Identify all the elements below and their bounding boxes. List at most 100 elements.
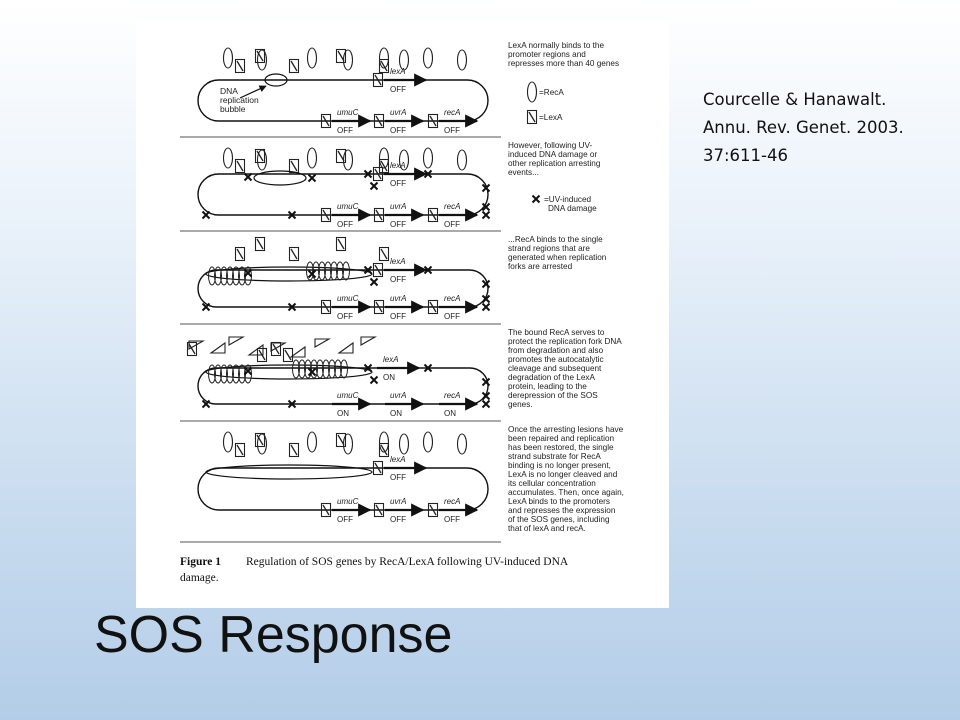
gene-state-lexa: OFF — [390, 473, 406, 482]
gene-state-uvra: ON — [390, 409, 402, 418]
dna-damage-mark — [243, 366, 253, 376]
reca-filament-unit — [334, 359, 342, 379]
lexa-protein — [270, 341, 282, 357]
lexa-protein-stripe — [380, 60, 388, 72]
dna-damage-mark — [243, 268, 253, 278]
lexa-protein — [254, 48, 266, 64]
dna-damage-mark — [481, 279, 491, 289]
panel-1: lexAOFFumuCOFFuvrAOFFrecAOFFDNAreplicati… — [197, 41, 619, 135]
lexa-protein — [335, 148, 347, 164]
gene-state-reca: OFF — [444, 312, 460, 321]
gene-state-reca: OFF — [444, 220, 460, 229]
dna-damage-mark — [201, 210, 211, 220]
lexa-protein-stripe — [322, 115, 330, 127]
lexa-protein — [335, 432, 347, 448]
reca-protein — [422, 431, 434, 453]
gene-state-reca: OFF — [444, 126, 460, 135]
panel-5-note-line: Once the arresting lesions have — [508, 425, 624, 434]
dna-damage-mark — [423, 265, 433, 275]
reca-protein — [342, 433, 354, 455]
lexa-protein-stripe — [256, 238, 264, 250]
lexa-protein — [372, 262, 384, 278]
reca-protein — [222, 147, 234, 169]
reca-protein — [456, 149, 468, 171]
panel-4-note-line: promotes the autocatalytic — [508, 355, 604, 364]
panel-2-note-line: induced DNA damage or — [508, 150, 597, 159]
panel-4-note-line: derepression of the SOS — [508, 391, 598, 400]
lexa-protein — [335, 48, 347, 64]
panel-1-note-line: LexA normally binds to the — [508, 41, 604, 50]
reca-protein — [222, 47, 234, 69]
reca-filament-unit — [310, 359, 318, 379]
panel-3-note-line: ...RecA binds to the single — [508, 235, 603, 244]
caption-line-2: damage. — [180, 572, 219, 584]
lexa-protein — [234, 246, 246, 262]
lexa-protein-stripe — [322, 209, 330, 221]
lexa-protein-stripe — [258, 349, 266, 361]
lexa-protein-stripe — [375, 115, 383, 127]
reca-filament-unit — [220, 364, 228, 384]
lexa-protein — [378, 442, 390, 458]
lexa-protein-stripe — [375, 209, 383, 221]
dna-damage-mark — [307, 269, 317, 279]
lexa-protein-stripe — [272, 343, 280, 355]
dna-damage-mark — [307, 173, 317, 183]
dna-damage-mark — [481, 183, 491, 193]
panel-4-note-line: degradation of the LexA — [508, 373, 595, 382]
dna-damage-mark — [481, 399, 491, 409]
lexa-protein-stripe — [375, 301, 383, 313]
gene-label-reca: recA — [444, 202, 460, 211]
reca-filament-unit — [226, 364, 234, 384]
legend-lexa-label: =LexA — [539, 113, 563, 122]
dna-damage-mark — [363, 363, 373, 373]
panel-4-note-line: The bound RecA serves to — [508, 328, 605, 337]
panel-2-note-line: other replication arresting — [508, 159, 601, 168]
lexa-protein — [378, 246, 390, 262]
gene-label-umuc: umuC — [337, 108, 359, 117]
lexa-protein-stripe — [374, 74, 382, 86]
reca-protein — [378, 431, 390, 453]
lexa-protein — [378, 158, 390, 174]
lexa-protein-stripe — [374, 462, 382, 474]
panel-5-note-line: strand substrate for RecA — [508, 452, 601, 461]
citation-line-3: 37:611-46 — [703, 146, 788, 165]
reca-filament-unit — [340, 359, 348, 379]
dna-damage-mark — [481, 391, 491, 401]
cleaved-lexa-fragment — [314, 338, 332, 348]
citation-line-1: Courcelle & Hanawalt. — [703, 90, 887, 109]
gene-state-reca: ON — [444, 409, 456, 418]
lexa-protein-stripe — [290, 248, 298, 260]
lexa-protein-stripe — [256, 150, 264, 162]
lexa-protein — [335, 236, 347, 252]
dna-damage-mark — [369, 375, 379, 385]
lexa-protein — [320, 502, 332, 518]
lexa-protein — [526, 109, 538, 125]
legend-damage-label-2: DNA damage — [548, 204, 597, 213]
dna-damage-mark — [481, 302, 491, 312]
lexa-protein-stripe — [380, 160, 388, 172]
gene-label-reca: recA — [444, 497, 460, 506]
panel-2-note-line: However, following UV- — [508, 141, 592, 150]
cleaved-lexa-fragment — [360, 336, 378, 346]
reca-filament-unit — [226, 266, 234, 286]
replication-bubble — [205, 364, 373, 380]
replication-bubble — [253, 170, 307, 186]
gene-label-uvra: uvrA — [390, 497, 406, 506]
reca-protein — [342, 149, 354, 171]
lexa-protein-stripe — [236, 160, 244, 172]
lexa-protein-stripe — [374, 264, 382, 276]
lexa-protein-stripe — [290, 444, 298, 456]
lexa-protein — [186, 341, 198, 357]
lexa-protein-stripe — [284, 349, 292, 361]
gene-label-reca: recA — [444, 108, 460, 117]
panel-4-note-line: protein, leading to the — [508, 382, 587, 391]
reca-filament-unit — [330, 261, 338, 281]
lexa-protein-stripe — [528, 111, 536, 123]
dna-damage-mark — [369, 277, 379, 287]
gene-state-lexa: OFF — [390, 85, 406, 94]
dna-damage-mark — [363, 265, 373, 275]
panel-3-note-line: strand regions that are — [508, 244, 590, 253]
lexa-protein-stripe — [429, 301, 437, 313]
lexa-protein — [372, 166, 384, 182]
